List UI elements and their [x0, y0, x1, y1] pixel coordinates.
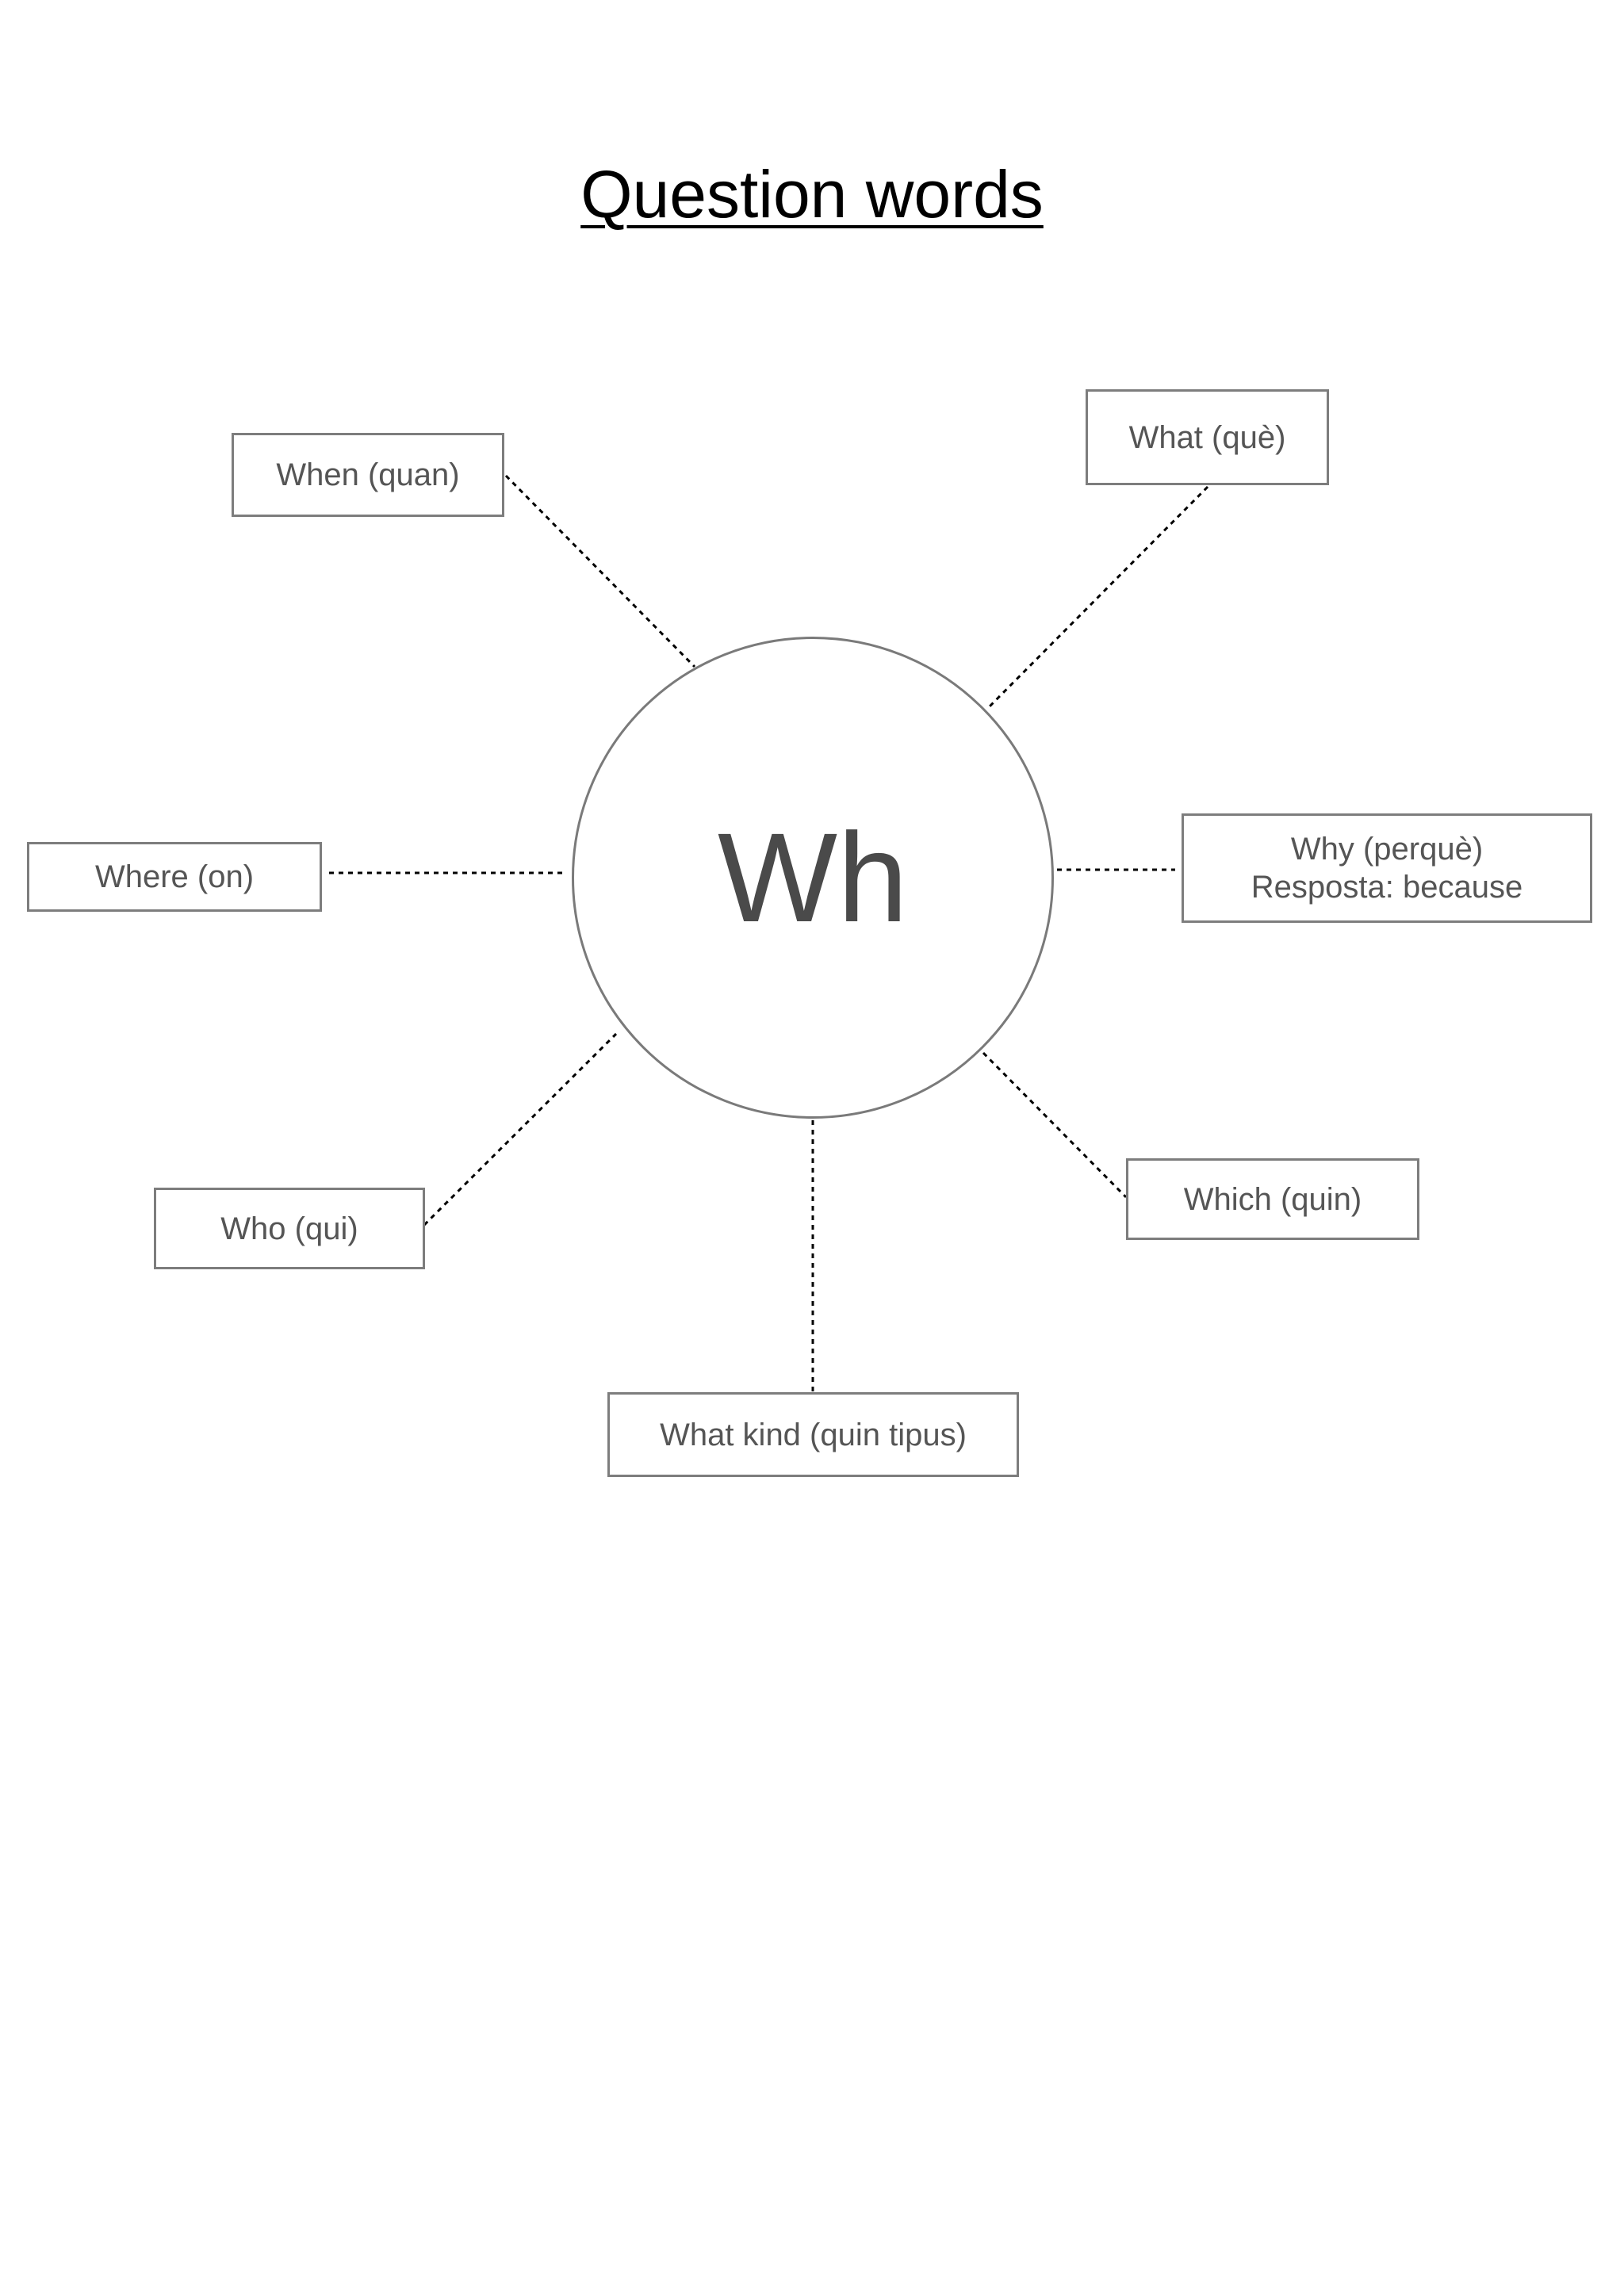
connector-which [982, 1051, 1128, 1199]
node-why-sublabel: Resposta: because [1251, 870, 1523, 905]
node-what-kind-label: What kind (quin tipus) [660, 1417, 967, 1452]
node-where-label: Where (on) [94, 859, 255, 894]
connector-who [423, 1032, 618, 1226]
node-where: Where (on) [27, 842, 322, 912]
node-why-label: Why (perquè) [1290, 832, 1484, 867]
node-what-kind: What kind (quin tipus) [607, 1392, 1019, 1477]
center-label: Wh [718, 806, 908, 948]
node-which: Which (quin) [1126, 1158, 1419, 1240]
node-when: When (quan) [232, 433, 504, 517]
node-what-label: What (què) [1128, 419, 1286, 455]
node-why: Why (perquè) Resposta: because [1182, 813, 1592, 923]
node-what: What (què) [1086, 389, 1329, 485]
page-title: Question words [580, 157, 1044, 232]
center-circle: Wh [572, 637, 1054, 1119]
connector-what [986, 485, 1209, 710]
node-when-label: When (quan) [276, 457, 460, 492]
connector-when [504, 474, 696, 668]
node-which-label: Which (quin) [1183, 1181, 1362, 1217]
node-who: Who (qui) [154, 1188, 425, 1269]
node-who-label: Who (qui) [220, 1211, 358, 1246]
